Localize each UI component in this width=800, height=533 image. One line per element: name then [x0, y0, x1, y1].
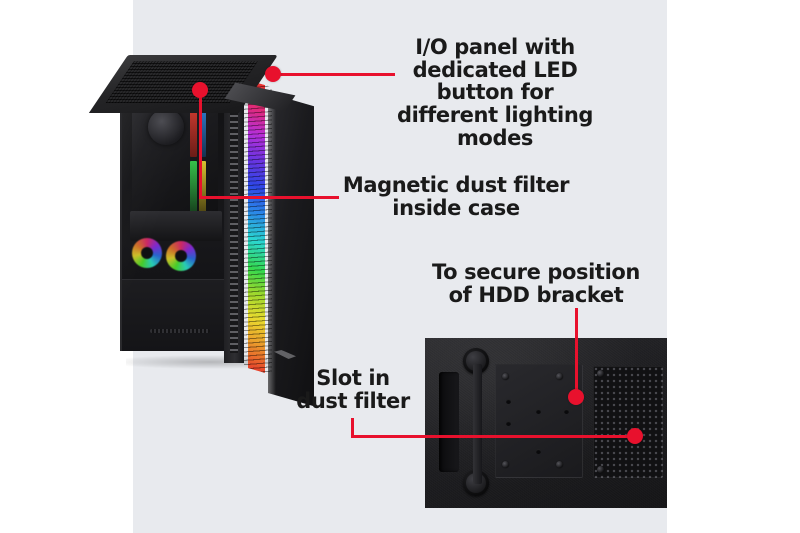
psu-shroud — [122, 279, 226, 351]
leader-line-magnetic-filter-horizontal — [199, 196, 339, 199]
leader-line-io-panel — [273, 73, 395, 76]
rgb-ram-module — [190, 161, 197, 213]
mounting-screw — [502, 373, 509, 380]
callout-dot-magnetic-filter — [192, 82, 208, 98]
callout-dot-io-panel — [265, 66, 281, 82]
callout-text-slot-filter: Slot in dust filter — [296, 366, 410, 413]
case-tempered-glass-panel — [120, 83, 226, 351]
photo-case-angled-view — [88, 55, 330, 407]
dust-filter-slot — [439, 372, 459, 472]
rgb-ram-module — [190, 105, 197, 157]
mounting-screw — [502, 461, 509, 468]
front-perforation-strip — [230, 103, 238, 353]
mounting-screw — [597, 370, 604, 377]
case-drop-shadow — [126, 355, 312, 369]
psu-vent — [150, 329, 210, 333]
rgb-diffuser-texture — [244, 79, 272, 376]
mounting-screw — [556, 461, 563, 468]
dust-filter-rail — [473, 364, 482, 484]
leader-line-slot-filter-horizontal — [351, 435, 636, 438]
leader-line-slot-filter-vertical — [351, 418, 354, 438]
mounting-screw — [597, 466, 604, 473]
cpu-cooler — [148, 109, 184, 145]
photo-case-bottom-panel — [425, 338, 667, 508]
screw-hole — [536, 409, 541, 414]
rgb-case-fan — [166, 241, 196, 271]
rgb-light-bar — [244, 79, 272, 376]
hdd-bracket-plate — [495, 364, 583, 478]
callout-text-io-panel: I/O panel with dedicated LED button for … — [396, 35, 594, 150]
callout-dot-slot-filter — [627, 428, 643, 444]
graphics-card — [130, 211, 222, 241]
screw-hole — [536, 449, 541, 454]
rgb-case-fan — [132, 238, 162, 268]
screw-hole — [564, 409, 569, 414]
case-front-bezel — [268, 93, 314, 407]
callout-dot-hdd-bracket — [568, 389, 584, 405]
leader-line-magnetic-filter-vertical — [199, 90, 202, 198]
rgb-ram-module — [199, 105, 206, 157]
leader-line-hdd-bracket — [575, 308, 578, 398]
rgb-ram-module — [199, 161, 206, 213]
callout-text-magnetic-filter: Magnetic dust filter inside case — [342, 173, 570, 220]
dust-filter-mesh — [593, 366, 663, 478]
screw-hole — [506, 399, 511, 404]
mounting-screw — [556, 373, 563, 380]
callout-text-hdd-bracket: To secure position of HDD bracket — [432, 260, 640, 307]
screw-hole — [506, 421, 511, 426]
